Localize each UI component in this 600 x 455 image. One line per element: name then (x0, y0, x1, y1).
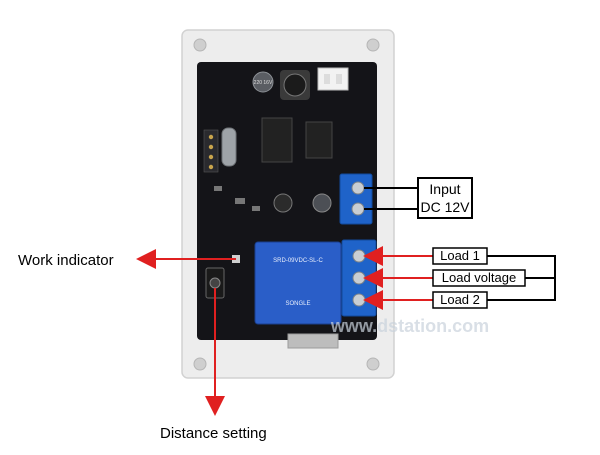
relay-model: SRD-09VDC-SL-C (273, 258, 323, 264)
terminal-screw (351, 202, 365, 216)
pin-header (203, 129, 219, 173)
mount-hole-top-right (366, 38, 380, 52)
pin (208, 154, 214, 160)
pin (208, 164, 214, 170)
white-connector (317, 67, 349, 91)
relay (254, 241, 342, 325)
ic-chip-1 (261, 117, 293, 163)
terminal-screw (352, 249, 366, 263)
crystal (221, 127, 237, 167)
terminal-screw (352, 293, 366, 307)
mount-hole-bottom-right (366, 357, 380, 371)
pin (208, 134, 214, 140)
inductor-small (273, 193, 293, 213)
button-cap (209, 277, 221, 289)
connector-slot (324, 74, 330, 84)
ic-chip-2 (305, 121, 333, 159)
load1-label: Load 1 (440, 248, 480, 263)
work-indicator-label: Work indicator (18, 252, 114, 269)
inductor-core (283, 73, 307, 97)
terminal-screw (352, 271, 366, 285)
smd-component (235, 198, 245, 204)
input-terminal-block (339, 173, 373, 225)
mount-hole-top-left (193, 38, 207, 52)
input-label-box (417, 177, 473, 219)
bottom-bracket (287, 333, 339, 349)
load-voltage-label: Load voltage (442, 270, 516, 285)
load2-label: Load 2 (440, 292, 480, 307)
capacitor-marking: 220 16V (254, 80, 273, 86)
smd-component (214, 186, 222, 191)
capacitor-2 (312, 193, 332, 213)
distance-setting-label: Distance setting (160, 425, 267, 442)
input-label: Input (429, 181, 460, 197)
electrolytic-capacitor (252, 71, 274, 93)
mount-hole-bottom-left (193, 357, 207, 371)
terminal-screw (351, 181, 365, 195)
watermark-text: www.dstation.com (330, 316, 489, 336)
smd-component (252, 206, 260, 211)
pin (208, 144, 214, 150)
connector-slot (336, 74, 342, 84)
relay-brand: SONGLE (285, 301, 310, 307)
input-voltage-label: DC 12V (420, 199, 470, 215)
